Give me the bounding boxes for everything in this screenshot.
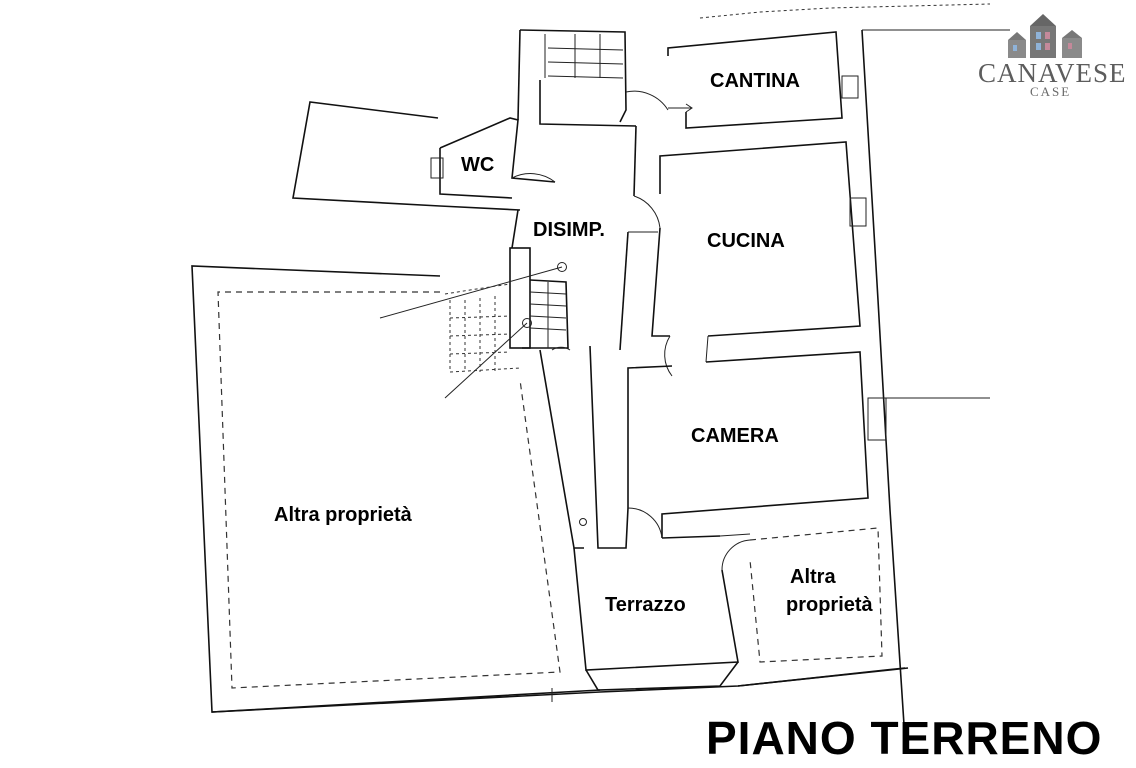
floor-title: PIANO TERRENO [706, 712, 1102, 764]
room-label-disimp: DISIMP. [533, 219, 605, 241]
room-label-wc: WC [461, 154, 494, 176]
corridor [539, 345, 629, 549]
room-label-altra-proprieta-left: Altra proprietà [274, 504, 413, 526]
disimp-area [511, 125, 661, 351]
logo-name: CANAVESE [978, 58, 1127, 88]
annex-wall [292, 101, 521, 211]
room-label-altra-proprieta-right-1: Altra [790, 566, 836, 588]
altra-proprieta-left-area [191, 265, 601, 713]
room-label-cucina: CUCINA [707, 230, 785, 252]
terrazzo-area [573, 533, 751, 691]
logo-sub: CASE [1030, 84, 1071, 99]
canavese-logo: CANAVESE CASE [978, 14, 1127, 99]
main-east-wall [861, 29, 906, 741]
south-wall [211, 667, 906, 713]
upper-stair [517, 29, 637, 127]
camera-room [627, 351, 990, 539]
lower-stair [379, 247, 571, 399]
cantina-room [625, 31, 859, 129]
room-label-terrazzo: Terrazzo [605, 594, 686, 616]
cucina-room [651, 141, 867, 377]
room-label-altra-proprieta-right-2: proprietà [786, 594, 874, 616]
room-label-camera: CAMERA [691, 425, 779, 447]
room-label-cantina: CANTINA [710, 70, 800, 92]
top-boundary [699, 3, 991, 19]
